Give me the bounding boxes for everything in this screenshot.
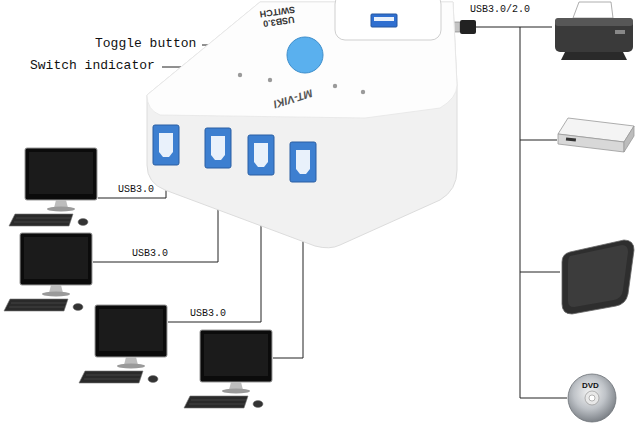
callout-label: Toggle button xyxy=(95,37,196,52)
printer xyxy=(555,2,633,60)
computer xyxy=(184,330,272,408)
callout-label: Switch indicator xyxy=(30,59,155,74)
cable-label: USB3.0 xyxy=(132,248,168,260)
usb-bus xyxy=(476,27,567,398)
scanner xyxy=(558,118,634,152)
cable-label: USB3.0 xyxy=(190,308,226,320)
toggle-button xyxy=(287,37,323,73)
hard-disk xyxy=(562,240,634,314)
computer xyxy=(9,148,97,226)
dvd-disc xyxy=(568,374,616,422)
usb-b-port xyxy=(153,125,316,182)
computer xyxy=(4,233,92,311)
disc-label: DVD xyxy=(582,381,599,390)
cable-label: USB3.0/2.0 xyxy=(470,4,530,16)
computer xyxy=(79,305,167,383)
cable-label: USB3.0 xyxy=(118,184,154,196)
port-inset xyxy=(335,0,441,40)
